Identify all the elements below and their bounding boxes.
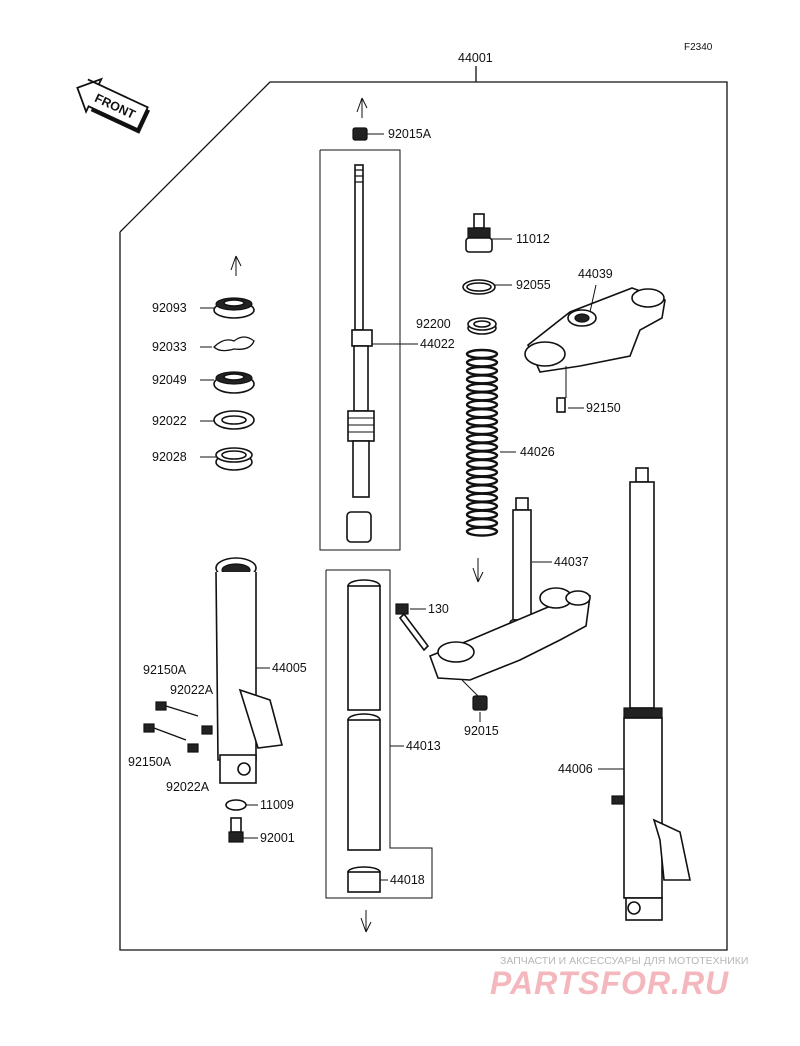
label-92049: 92049 — [152, 373, 187, 387]
spring-coil — [465, 500, 499, 512]
fork-leg-44006 — [598, 467, 691, 921]
label-92015: 92015 — [464, 724, 499, 738]
washer-92022a — [187, 725, 213, 753]
lower-box — [325, 569, 433, 899]
label-92015A: 92015A — [388, 127, 432, 141]
washer-92022 — [200, 410, 255, 430]
label-92022A-upper: 92022A — [170, 683, 214, 697]
label-44013: 44013 — [406, 739, 441, 753]
label-92200: 92200 — [416, 317, 451, 331]
spring-coil — [465, 475, 499, 487]
spring-coil — [465, 416, 499, 427]
label-92150A-lower: 92150A — [128, 755, 172, 769]
cap-bolt-11012 — [465, 213, 512, 253]
spring-coil — [465, 467, 499, 478]
spring-coil — [465, 357, 499, 368]
seal-92093 — [200, 297, 255, 319]
front-arrow-icon: FRONT — [76, 77, 151, 134]
nut-92015a — [352, 127, 384, 141]
collar-92200 — [467, 317, 497, 335]
label-44005: 44005 — [272, 661, 307, 675]
spring-coil — [465, 348, 499, 360]
spring-coil — [465, 509, 499, 520]
label-44039: 44039 — [578, 267, 613, 281]
label-92093: 92093 — [152, 301, 187, 315]
bolt-130 — [395, 603, 430, 652]
spring-coil — [465, 424, 499, 436]
label-130: 130 — [428, 602, 449, 616]
spring-coil — [465, 365, 499, 377]
seal-92049 — [200, 371, 255, 394]
spring-coil — [465, 382, 499, 394]
label-44018: 44018 — [390, 873, 425, 887]
label-92022A-lower: 92022A — [166, 780, 210, 794]
label-92033: 92033 — [152, 340, 187, 354]
watermark-caption: ЗАПЧАСТИ И АКСЕССУАРЫ ДЛЯ МОТОТЕХНИКИ — [500, 955, 748, 967]
bolt-92150a-upper — [155, 701, 199, 717]
spring-coil — [465, 517, 499, 529]
bushing-92028 — [200, 447, 253, 471]
spring-coil — [465, 433, 499, 444]
label-92028: 92028 — [152, 450, 187, 464]
spring-coil — [465, 492, 499, 503]
watermark-logo: PARTSFOR.RU — [490, 965, 729, 1001]
oring-92055 — [462, 279, 512, 295]
label-44001: 44001 — [458, 51, 493, 65]
label-92001: 92001 — [260, 831, 295, 845]
bushing-44018 — [347, 866, 388, 893]
washer-11009 — [225, 799, 258, 811]
label-92150A-upper: 92150A — [143, 663, 187, 677]
spring-coil — [465, 391, 499, 402]
damper-rod — [346, 164, 418, 543]
bolt-92001 — [228, 817, 258, 843]
spring-coil — [465, 526, 499, 537]
spring-coil — [465, 441, 499, 453]
label-92055: 92055 — [516, 278, 551, 292]
spring-coil — [465, 484, 499, 495]
label-44022: 44022 — [420, 337, 455, 351]
label-92150: 92150 — [586, 401, 621, 415]
upper-bracket-44039 — [524, 284, 666, 398]
diagram-code: F2340 — [684, 42, 713, 53]
spring-coil — [465, 399, 499, 410]
label-11009: 11009 — [260, 798, 294, 812]
bolt-92150a-lower — [143, 723, 187, 741]
arrow-spring — [472, 558, 484, 583]
arrow-bottom — [360, 910, 372, 933]
assembly-boundary — [119, 81, 728, 951]
arrow-seal — [230, 255, 242, 276]
outer-tube-44005 — [215, 557, 284, 784]
stem-bracket-44037 — [428, 497, 591, 681]
label-44037: 44037 — [554, 555, 589, 569]
label-92022: 92022 — [152, 414, 187, 428]
rod-box — [319, 149, 401, 551]
label-11012: 11012 — [516, 232, 550, 246]
spring-coil — [465, 458, 499, 470]
tube-44013 — [347, 579, 404, 851]
arrow-top — [356, 97, 368, 118]
label-44006: 44006 — [558, 762, 593, 776]
bolt-92150 — [556, 397, 584, 413]
label-44026: 44026 — [520, 445, 555, 459]
spring-coil — [465, 374, 499, 385]
clip-92033 — [200, 336, 255, 352]
spring-coil — [465, 450, 499, 461]
nut-92015 — [461, 679, 488, 722]
spring-44026 — [465, 348, 499, 537]
spring-coil — [465, 407, 499, 419]
